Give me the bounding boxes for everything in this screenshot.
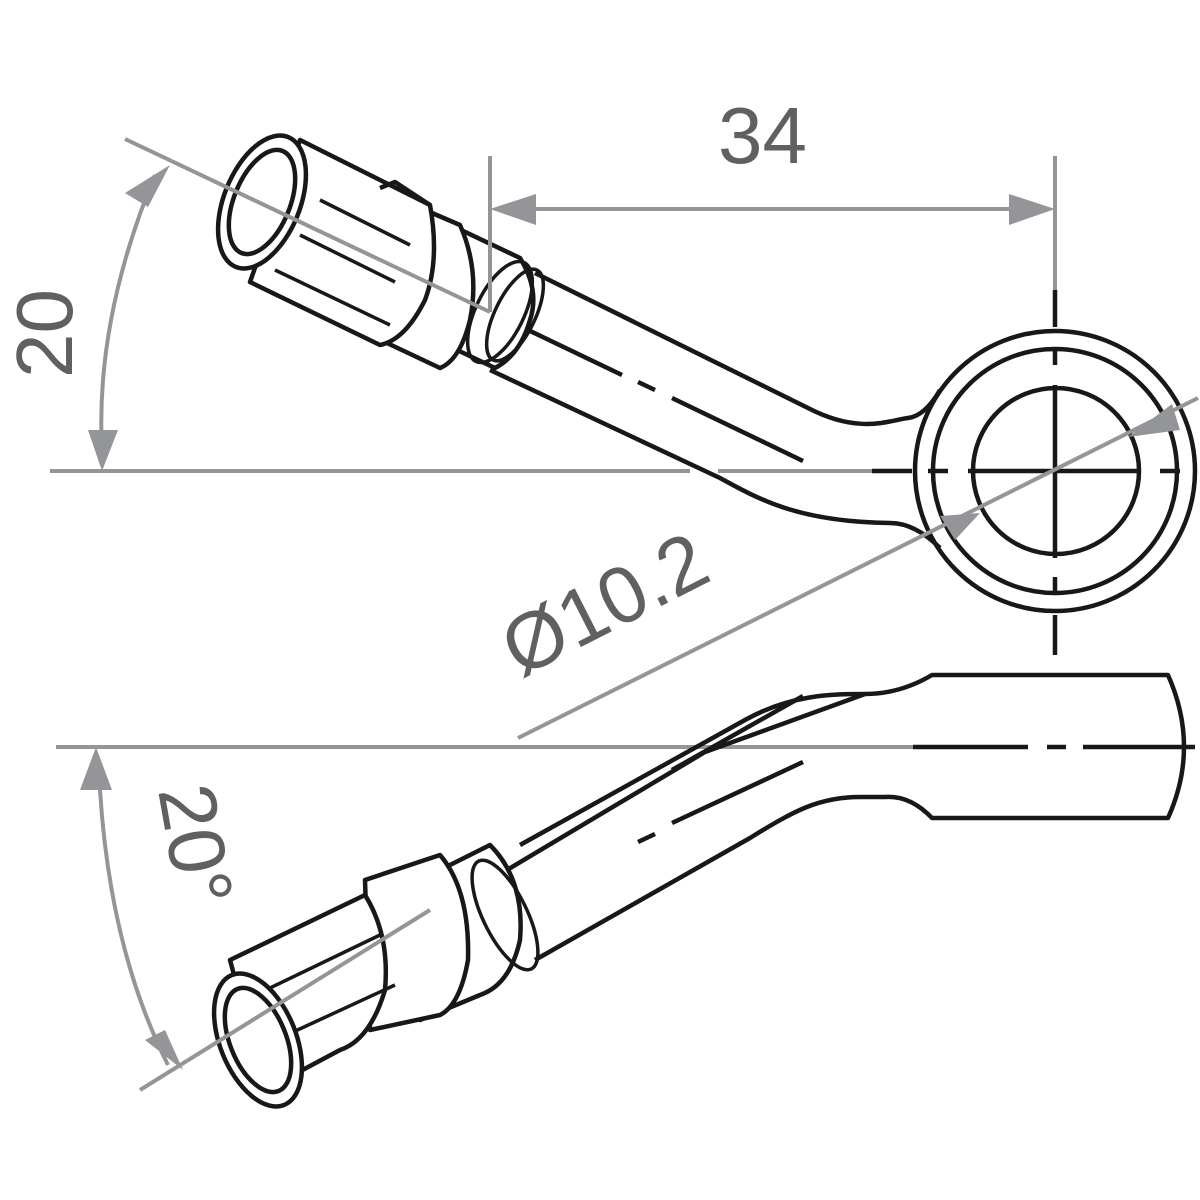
hose-tube-top: [534, 270, 942, 427]
hose-connector-top: [215, 133, 546, 371]
dimension-label-diameter: Ø10.2: [487, 515, 722, 693]
arrow-icon: [88, 430, 118, 471]
dimension-34: 34: [488, 91, 1057, 312]
arrow-icon: [125, 165, 170, 207]
arrow-icon: [1009, 194, 1055, 225]
hose-connector-side: [211, 842, 540, 1109]
dimension-label-20: 20: [0, 289, 89, 378]
arrow-icon: [490, 194, 536, 225]
side-view: 20°: [56, 672, 1195, 1109]
banjo-eye-outer: [912, 328, 1198, 614]
arrow-icon: [940, 513, 980, 540]
dimension-bore-diameter: Ø10.2: [487, 396, 1199, 740]
arrow-icon: [80, 747, 112, 790]
dimension-20-degree: 20°: [80, 747, 432, 1092]
banjo-body-side: [518, 672, 1187, 962]
dimension-label-20-degree: 20°: [141, 777, 250, 912]
dimension-20-height: 20: [0, 137, 491, 471]
arrow-icon: [145, 1030, 183, 1070]
top-view: 34 20 Ø10.2: [0, 91, 1199, 740]
arrow-icon: [1128, 404, 1180, 437]
dimension-label-34: 34: [718, 91, 807, 180]
